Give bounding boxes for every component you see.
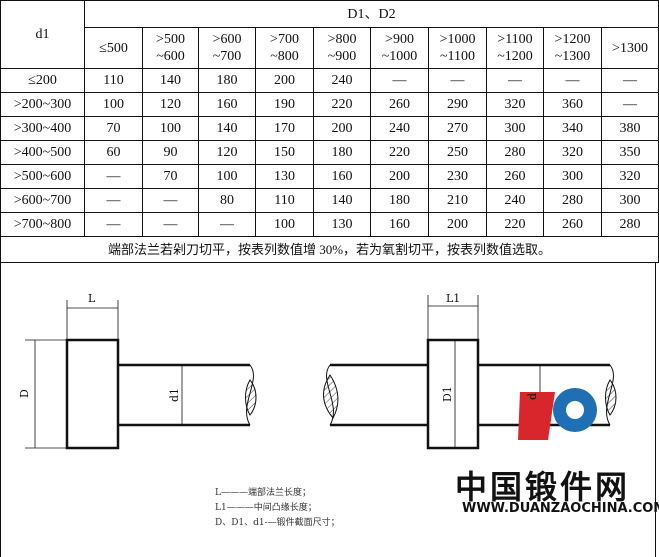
column-header-line: ~1300	[554, 49, 591, 64]
column-header-line: ~1100	[439, 49, 476, 64]
table-cell: —	[84, 188, 143, 213]
table-cell: 260	[543, 212, 602, 237]
column-header-line: ~1200	[497, 49, 533, 64]
column-header-line: >1100	[497, 32, 533, 47]
table-cell: 120	[142, 92, 199, 117]
table-cell: —	[370, 68, 429, 93]
label-D1: D1	[441, 386, 454, 402]
label-L: L	[88, 292, 96, 305]
table-cell: 220	[486, 212, 544, 237]
legend-L: L———端部法兰长度；	[215, 488, 311, 498]
table-cell: 200	[370, 164, 429, 189]
table-cell: 350	[601, 140, 659, 165]
column-header-line: ~800	[270, 49, 299, 64]
column-header-line: >1200	[554, 32, 591, 47]
table-cell: 70	[142, 164, 199, 189]
table-cell: 200	[428, 212, 487, 237]
table-cell: 160	[198, 92, 256, 117]
column-header: >800 ~900	[313, 27, 371, 69]
table-cell: —	[601, 92, 659, 117]
table-cell: 300	[486, 116, 544, 141]
watermark-url: WWW.DUANZAOCHINA.COM	[462, 501, 659, 516]
row-header: >200~300	[0, 92, 85, 117]
table-cell: 140	[313, 188, 371, 213]
table-cell: 210	[428, 188, 487, 213]
table-note: 端部法兰若剁刀切平，按表列数值增 30%，若为氧割切平，按表列数值选取。	[0, 236, 659, 263]
table-cell: 180	[313, 140, 371, 165]
table-cell: 140	[198, 116, 256, 141]
table-cell: 70	[84, 116, 143, 141]
table-cell: 260	[486, 164, 544, 189]
table-cell: 100	[142, 116, 199, 141]
table-cell: —	[428, 68, 487, 93]
table-cell: 320	[543, 140, 602, 165]
column-header-line: >600	[212, 32, 242, 47]
table-cell: 240	[313, 68, 371, 93]
table-cell: —	[543, 68, 602, 93]
column-header-line: >900	[385, 32, 414, 47]
table-cell: 220	[370, 140, 429, 165]
table-cell: 160	[313, 164, 371, 189]
d1-header: d1	[0, 0, 85, 69]
row-header: >300~400	[0, 116, 85, 141]
row-header: >700~800	[0, 212, 85, 237]
group-header: D1、D2	[84, 0, 659, 28]
table-cell: —	[142, 188, 199, 213]
table-cell: 200	[255, 68, 314, 93]
row-header: ≤200	[0, 68, 85, 93]
drawing-frame	[0, 262, 656, 557]
watermark-name: 中国锻件网	[455, 468, 631, 506]
table-cell: 130	[255, 164, 314, 189]
label-L1: L1	[446, 292, 460, 305]
label-d: d	[526, 393, 539, 400]
column-header-line: >800	[327, 32, 357, 47]
legend-L1: L1———中间凸缘长度；	[215, 503, 317, 513]
label-d1: d1	[168, 388, 181, 402]
column-header-line: ~900	[327, 49, 357, 64]
table-cell: 320	[486, 92, 544, 117]
column-header-line: >1000	[439, 32, 476, 47]
column-header: >700 ~800	[255, 27, 314, 69]
table-cell: 250	[428, 140, 487, 165]
dimension-table: d1 D1、D2 ≤500>500~600>600~700>700~800>80…	[0, 0, 659, 263]
table-cell: 80	[198, 188, 256, 213]
column-header: >1300	[601, 27, 659, 69]
table-cell: 150	[255, 140, 314, 165]
column-header-line: ~1000	[381, 49, 418, 64]
left-forging	[25, 300, 257, 450]
column-header: >500 ~600	[142, 27, 199, 69]
column-header-line: >1300	[612, 40, 648, 56]
table-cell: 260	[370, 92, 429, 117]
watermark-logo-icon	[518, 388, 597, 440]
column-header-line: >700	[270, 32, 299, 47]
column-header-line: ≤500	[99, 40, 128, 56]
table-cell: 160	[370, 212, 429, 237]
label-D: D	[18, 389, 31, 398]
table-cell: 290	[428, 92, 487, 117]
legend-D: D、D1、d1-—锻件截面尺寸；	[215, 518, 340, 528]
row-header: >600~700	[0, 188, 85, 213]
table-cell: 120	[198, 140, 256, 165]
column-header-line: ~700	[212, 49, 242, 64]
column-header: >1000 ~1100	[428, 27, 487, 69]
table-cell: 110	[255, 188, 314, 213]
table-cell: 380	[601, 116, 659, 141]
column-header-line: >500	[156, 32, 185, 47]
table-cell: 280	[543, 188, 602, 213]
column-header-line: ~600	[156, 49, 185, 64]
table-cell: —	[142, 212, 199, 237]
table-cell: 300	[601, 188, 659, 213]
